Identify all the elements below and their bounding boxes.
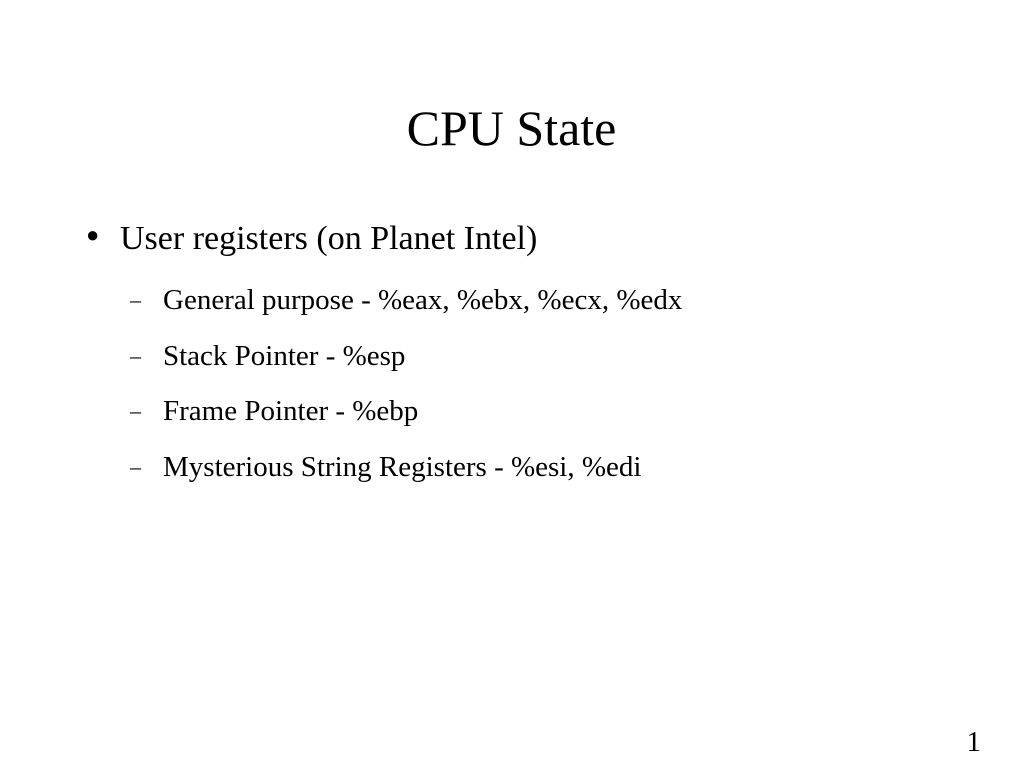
dash-icon: – [130, 454, 141, 479]
page-number: 1 [966, 726, 982, 758]
dash-icon: – [130, 287, 141, 312]
bullet-text: User registers (on Planet Intel) [120, 220, 538, 257]
dash-icon: – [130, 343, 141, 368]
dash-icon: – [130, 398, 141, 423]
sub-item-text: Mysterious String Registers - %esi, %edi [163, 451, 642, 483]
slide-title: CPU State [406, 100, 617, 156]
bullet-dot-icon: ● [86, 222, 100, 247]
sub-item-text: General purpose - %eax, %ebx, %ecx, %edx [163, 284, 683, 316]
sub-item-text: Frame Pointer - %ebp [163, 395, 419, 427]
sub-item-text: Stack Pointer - %esp [163, 340, 406, 372]
